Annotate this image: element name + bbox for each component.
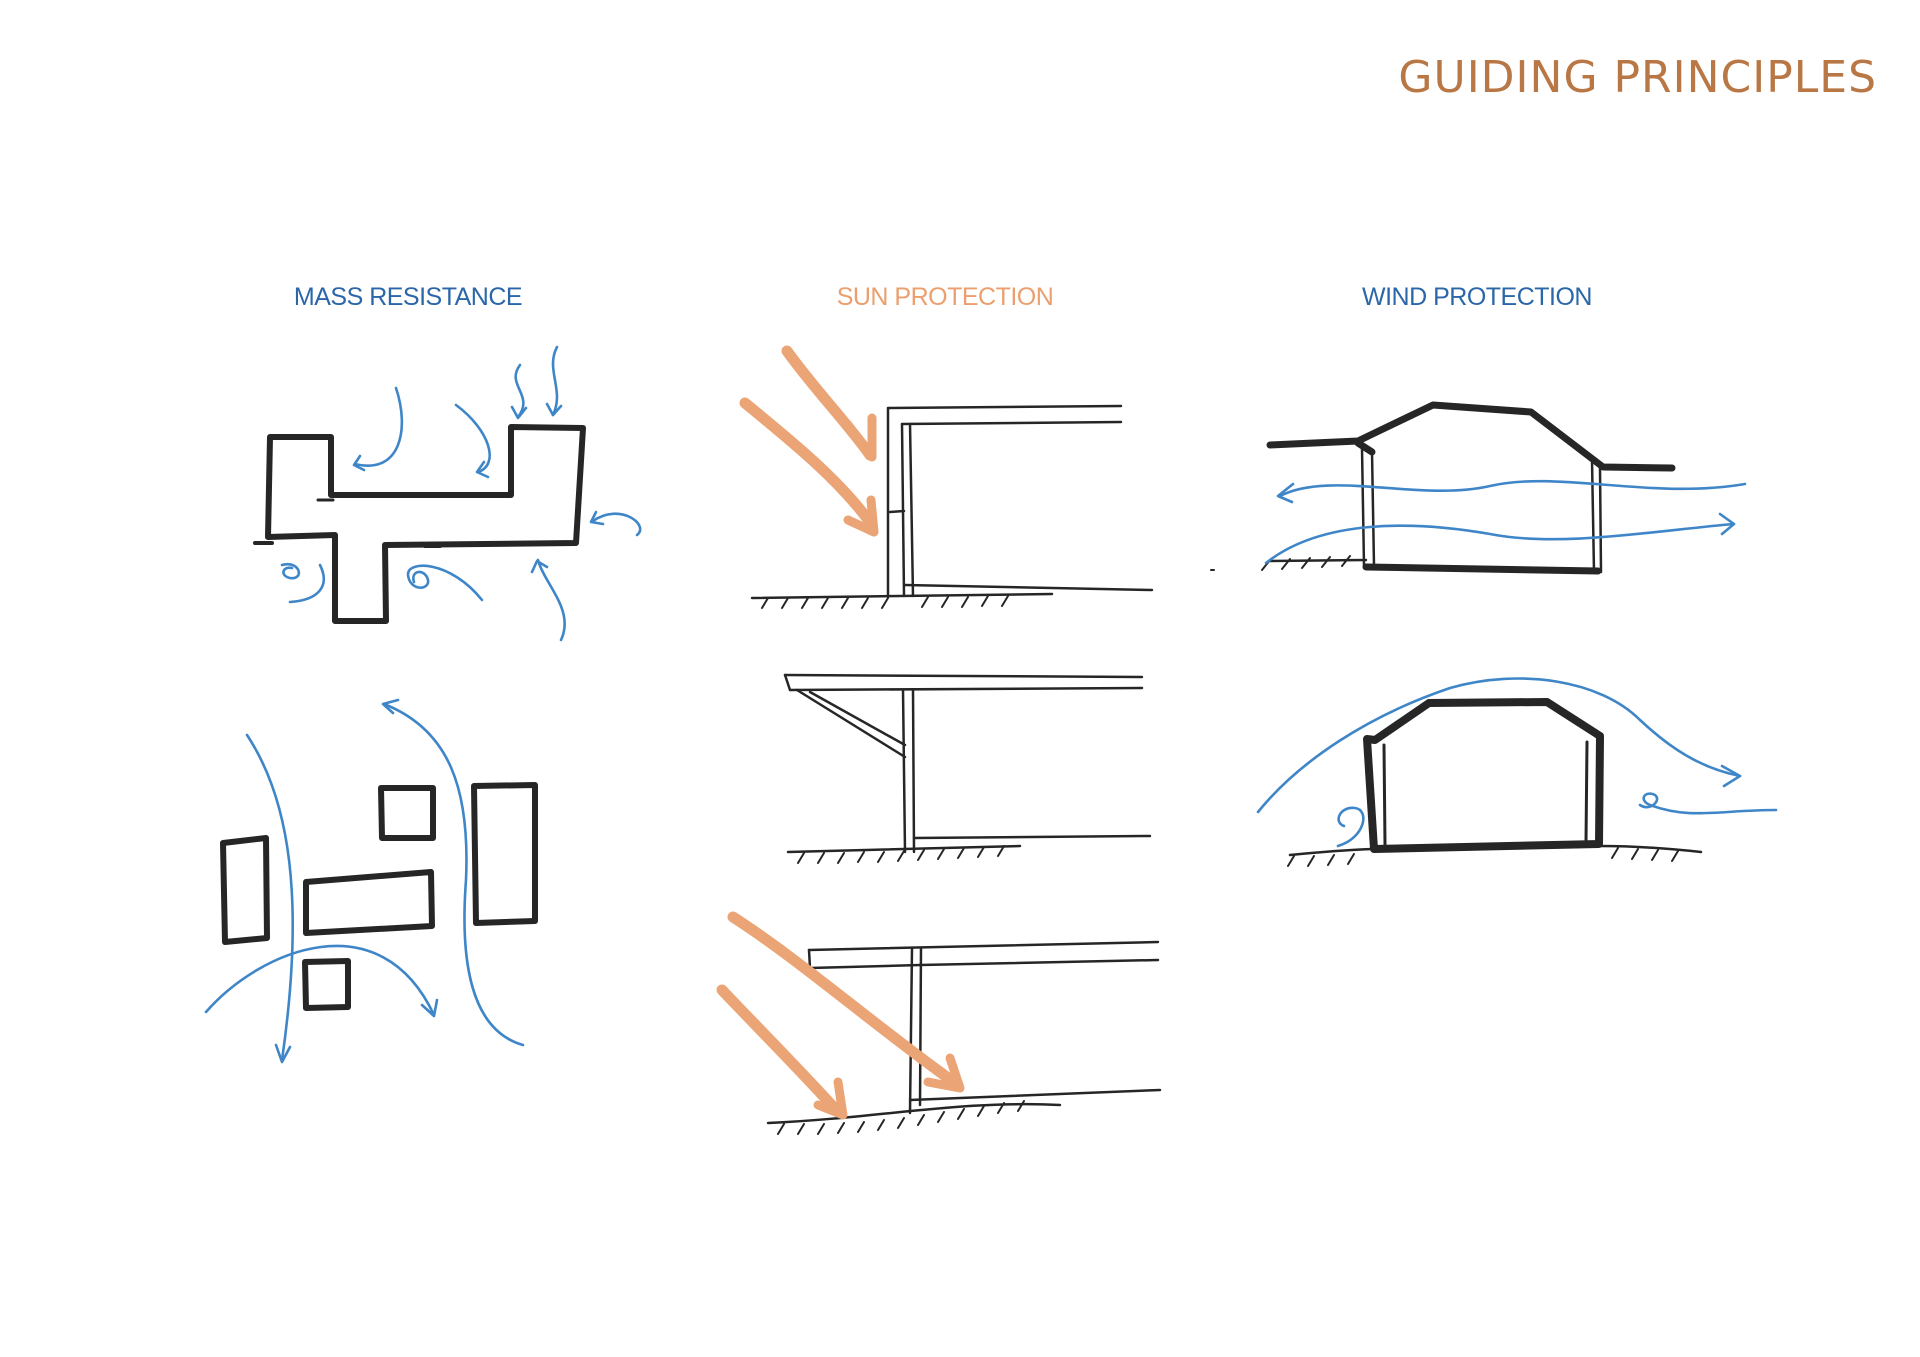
label-sun-protection: SUN PROTECTION [836,283,1054,311]
page-title: GUIDING PRINCIPLES [1398,52,1877,103]
sun-section-3-icon [716,911,1162,1135]
sun-section-2-icon [783,673,1152,864]
label-mass-resistance: MASS RESISTANCE [293,283,523,311]
label-wind-protection: WIND PROTECTION [1362,283,1593,311]
mass-plan-sketch-icon [253,345,642,642]
scattered-blocks-sketch-icon [204,698,538,1064]
wind-section-1-icon [1210,401,1747,575]
sun-section-1-icon [739,345,1154,609]
wind-section-2-icon [1256,677,1778,867]
